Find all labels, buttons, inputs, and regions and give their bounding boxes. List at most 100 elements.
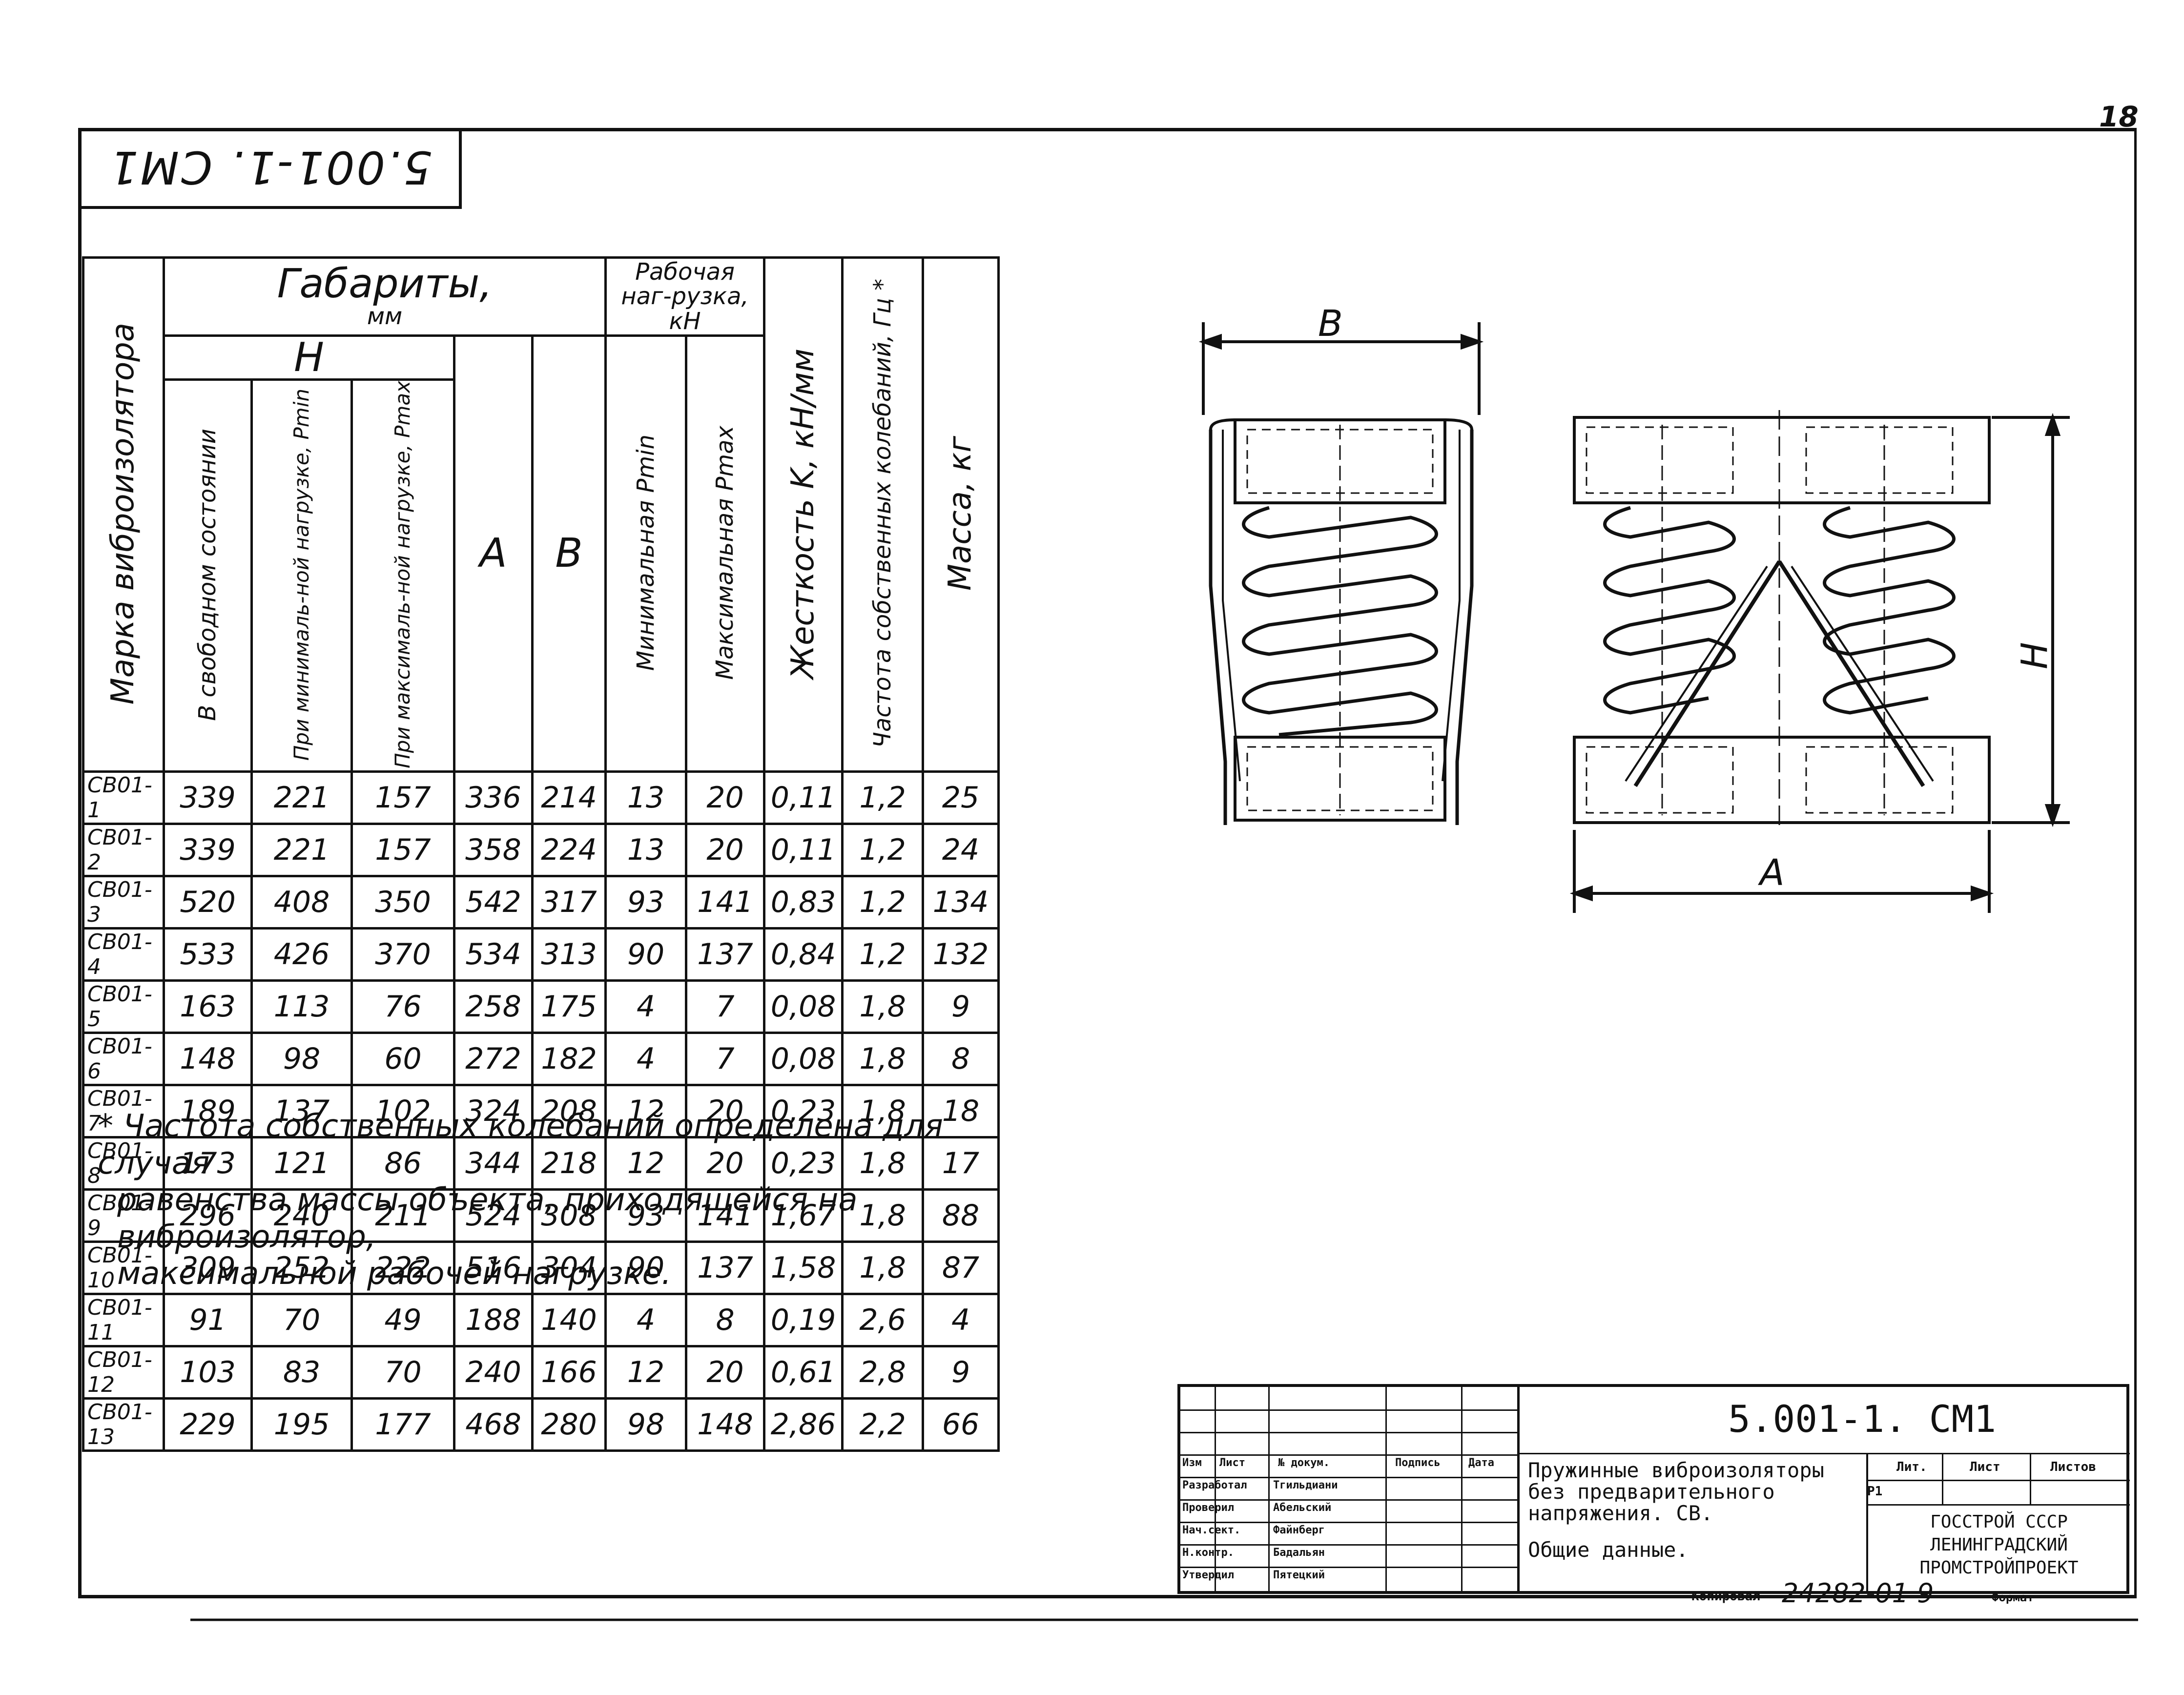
row-mark-cell: СВ01-13 <box>82 1397 165 1452</box>
table-cell: 163 <box>163 979 253 1034</box>
table-cell: 1,8 <box>841 1083 925 1138</box>
table-cell: 20 <box>685 1136 766 1191</box>
table-cell: 0,83 <box>763 874 844 930</box>
row-mark-cell: СВ01-3 <box>82 874 165 930</box>
stage-label: Лит. <box>1896 1460 1927 1474</box>
table-cell: 4 <box>604 979 688 1034</box>
role-person-name: Файнберг <box>1273 1524 1325 1536</box>
table-cell: 1,2 <box>841 927 925 982</box>
table-cell: 222 <box>350 1240 455 1295</box>
header-stiffness: Жесткость K, кН/мм <box>763 256 844 773</box>
dim-label-h: H <box>2013 642 2056 669</box>
table-cell: 0,08 <box>763 1031 844 1086</box>
hdr-date: Дата <box>1468 1457 1494 1469</box>
table-cell: 25 <box>922 770 1000 825</box>
table-cell: 93 <box>604 1188 688 1243</box>
title-block-description-2: Общие данные. <box>1528 1538 1689 1562</box>
table-cell: 0,19 <box>763 1292 844 1347</box>
table-cell: 208 <box>531 1083 607 1138</box>
table-cell: 0,61 <box>763 1344 844 1400</box>
role-person-name: Тгильдиани <box>1273 1479 1338 1491</box>
sheets-label: Листов <box>2050 1460 2096 1474</box>
table-cell: 20 <box>685 1344 766 1400</box>
table-cell: 218 <box>531 1136 607 1191</box>
table-cell: 90 <box>604 927 688 982</box>
table-cell: 12 <box>604 1344 688 1400</box>
table-cell: 137 <box>685 1240 766 1295</box>
row-mark-cell: СВ01-4 <box>82 927 165 982</box>
table-cell: 2,6 <box>841 1292 925 1347</box>
stage-value: Р1 <box>1867 1484 1883 1499</box>
header-working-load: Рабочая наг-рузка, кН <box>604 256 766 337</box>
table-cell: 370 <box>350 927 455 982</box>
table-cell: 7 <box>685 979 766 1034</box>
row-mark-cell: СВ01-2 <box>82 822 165 877</box>
table-cell: 214 <box>531 770 607 825</box>
table-cell: 88 <box>922 1188 1000 1243</box>
table-cell: 2,2 <box>841 1397 925 1452</box>
footnote-line-2: равенства массы объекта, приходящейся на… <box>117 1182 858 1255</box>
table-cell: 4 <box>604 1031 688 1086</box>
table-cell: 20 <box>685 1083 766 1138</box>
table-cell: 324 <box>453 1083 534 1138</box>
header-mass: Масса, кг <box>922 256 1000 773</box>
table-cell: 60 <box>350 1031 455 1086</box>
table-cell: 344 <box>453 1136 534 1191</box>
table-cell: 17 <box>922 1136 1000 1191</box>
title-block-role-row: РазработалТгильдиани <box>1180 1477 1517 1491</box>
row-mark-cell: СВ01-9 <box>82 1188 165 1243</box>
table-cell: 86 <box>350 1136 455 1191</box>
footnote-line-3: максимальной рабочей нагрузке. <box>117 1256 672 1292</box>
table-cell: 0,84 <box>763 927 844 982</box>
header-h-free: В свободном состоянии <box>163 378 253 773</box>
table-cell: 12 <box>604 1083 688 1138</box>
row-mark-cell: СВ01-10 <box>82 1240 165 1295</box>
table-cell: 224 <box>531 822 607 877</box>
copy-number: 24282-01 9 <box>1782 1578 1934 1609</box>
role-label: Н.контр. <box>1182 1547 1234 1559</box>
role-person-name: Абельский <box>1273 1502 1332 1514</box>
header-mark: Марка виброизолятора <box>82 256 165 773</box>
table-cell: 76 <box>350 979 455 1034</box>
table-cell: 98 <box>604 1397 688 1452</box>
header-h: H <box>163 334 455 381</box>
dim-label-b: B <box>1318 303 1343 345</box>
table-cell: 296 <box>163 1188 253 1243</box>
row-mark-cell: СВ01-1 <box>82 770 165 825</box>
row-mark-cell: СВ01-5 <box>82 979 165 1034</box>
table-cell: 339 <box>163 770 253 825</box>
role-person-name: Пятецкий <box>1273 1569 1325 1581</box>
table-cell: 137 <box>685 927 766 982</box>
table-cell: 13 <box>604 822 688 877</box>
table-cell: 83 <box>250 1344 353 1400</box>
table-cell: 134 <box>922 874 1000 930</box>
title-block-role-row: Н.контр.Бадальян <box>1180 1544 1517 1559</box>
header-h-max: При максималь-ной нагрузке, Pmax <box>350 378 455 773</box>
row-mark-cell: СВ01-7 <box>82 1083 165 1138</box>
table-cell: 188 <box>453 1292 534 1347</box>
title-block-code: 5.001-1. СМ1 <box>1728 1397 1997 1441</box>
table-cell: 534 <box>453 927 534 982</box>
hdr-sign: Подпись <box>1395 1457 1441 1469</box>
table-cell: 13 <box>604 770 688 825</box>
table-cell: 157 <box>350 822 455 877</box>
sheet-number: 18 <box>2099 100 2139 133</box>
table-cell: 182 <box>531 1031 607 1086</box>
table-cell: 533 <box>163 927 253 982</box>
table-cell: 166 <box>531 1344 607 1400</box>
table-cell: 2,8 <box>841 1344 925 1400</box>
table-cell: 137 <box>250 1083 353 1138</box>
table-cell: 70 <box>250 1292 353 1347</box>
table-cell: 339 <box>163 822 253 877</box>
row-mark-cell: СВ01-8 <box>82 1136 165 1191</box>
table-cell: 1,8 <box>841 979 925 1034</box>
